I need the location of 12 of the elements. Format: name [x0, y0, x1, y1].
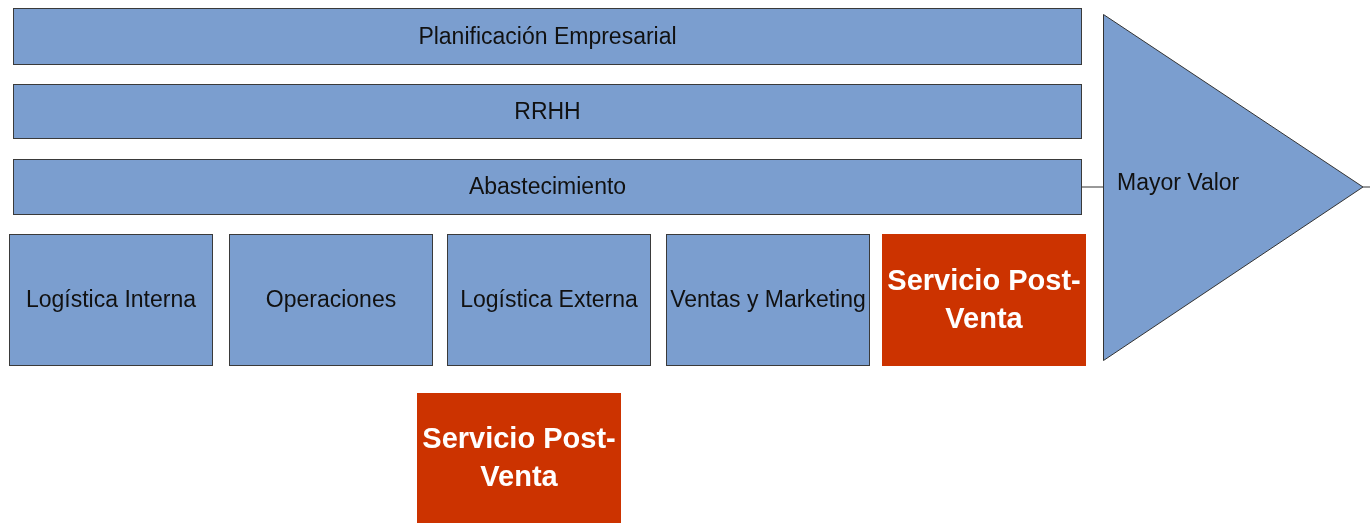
activity-box: Planificación Empresarial [13, 8, 1082, 65]
activity-box: Logística Interna [9, 234, 213, 366]
highlight-box: Servicio Post-Venta [417, 393, 621, 523]
connector-line [1362, 186, 1370, 188]
highlight-box: Servicio Post-Venta [882, 234, 1086, 366]
activity-box: Abastecimiento [13, 159, 1082, 215]
connector-line [1081, 186, 1104, 188]
activity-box: Logística Externa [447, 234, 651, 366]
node-label: Mayor Valor [1117, 169, 1240, 196]
activity-box: Ventas y Marketing [666, 234, 870, 366]
activity-box: Operaciones [229, 234, 433, 366]
activity-box: RRHH [13, 84, 1082, 139]
